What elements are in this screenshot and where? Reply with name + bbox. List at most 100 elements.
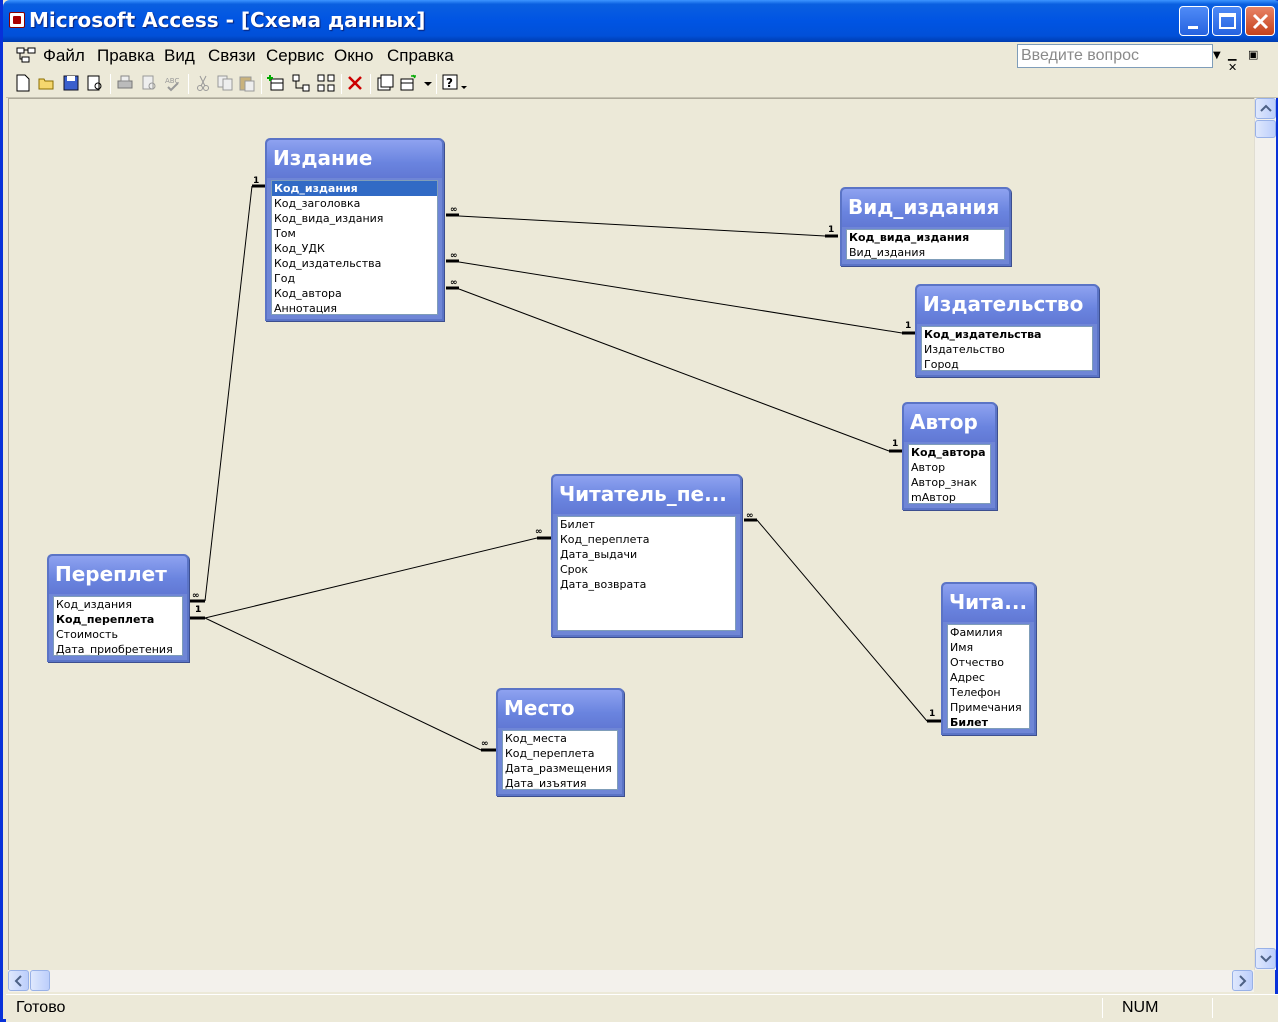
title-bar[interactable]: Microsoft Access - [Схема данных] [3,0,1278,42]
print-icon[interactable] [116,74,134,92]
new-icon[interactable] [14,74,32,92]
relationship-line[interactable] [458,215,826,237]
preview-icon[interactable] [140,74,158,92]
field-row[interactable]: Код_заголовка [274,197,361,210]
ask-dropdown-icon[interactable]: ▼ [1213,50,1221,61]
mdi-window-controls[interactable]: ▁ ▣ ✕ [1228,48,1263,74]
scroll-thumb-horizontal[interactable] [30,970,50,991]
field-row[interactable]: Код_издательства [924,328,1042,341]
table-title[interactable]: Вид_издания [842,189,1009,227]
field-row[interactable]: Дата_возврата [560,578,647,591]
field-row[interactable]: Издательство [924,343,1005,356]
maximize-button[interactable] [1212,6,1242,36]
relationship-line[interactable] [756,519,928,722]
scroll-down-button[interactable] [1255,948,1276,969]
field-row[interactable]: Год [274,272,296,285]
field-row[interactable]: Код_УДК [274,242,325,255]
new-object-dropdown-icon[interactable] [399,74,417,92]
field-row[interactable]: Фамилия [950,626,1003,639]
scroll-left-button[interactable] [8,970,29,991]
field-row[interactable]: Дата_приобретения [56,643,173,656]
table-title[interactable]: Переплет [49,556,187,594]
field-row[interactable]: Автор [911,461,946,474]
table-title[interactable]: Читатель_пе... [553,476,740,514]
show-direct-icon[interactable] [292,74,310,92]
field-row[interactable]: Автор_знак [911,476,978,489]
field-row[interactable]: Имя [950,641,974,654]
field-row[interactable]: Телефон [950,686,1001,699]
table-title[interactable]: Автор [904,404,995,442]
menu-window[interactable]: Окно [334,46,374,65]
field-row[interactable]: Дата_размещения [505,762,612,775]
open-icon[interactable] [38,74,56,92]
field-row[interactable]: Код_автора [274,287,342,300]
show-table-icon[interactable] [267,74,285,92]
ask-question-input[interactable]: Введите вопрос [1017,44,1213,68]
relationship-line[interactable] [204,537,538,619]
field-row[interactable]: Аннотация [274,302,338,315]
field-row[interactable]: Код_переплета [560,533,650,546]
field-row[interactable]: Билет [950,716,988,729]
close-button[interactable] [1245,6,1275,36]
field-row[interactable]: Код_вида_издания [274,212,384,225]
field-row[interactable]: Билет [560,518,595,531]
field-row[interactable]: Стоимость [56,628,118,641]
scroll-up-button[interactable] [1255,98,1276,119]
field-row[interactable]: Дата_выдачи [560,548,638,561]
show-all-icon[interactable] [317,74,335,92]
field-row[interactable]: Код_переплета [505,747,595,760]
field-row[interactable]: Том [274,227,296,240]
paste-icon[interactable] [238,74,256,92]
table-title[interactable]: Чита... [943,584,1034,622]
print-preview-icon[interactable] [86,74,104,92]
field-row[interactable]: Адрес [950,671,985,684]
help-icon[interactable]: ? [442,74,460,92]
copy-icon[interactable] [216,74,234,92]
field-row[interactable]: Город [924,358,959,371]
menu-file[interactable]: Файл [43,46,85,65]
field-row[interactable]: Код_издательства [274,257,382,270]
scroll-thumb[interactable] [1255,120,1276,138]
spelling-icon[interactable]: ABC [164,74,182,92]
relationship-line[interactable] [204,185,253,602]
scroll-right-button[interactable] [1232,970,1253,991]
save-icon[interactable] [62,74,80,92]
field-row[interactable]: Примечания [950,701,1022,714]
menu-edit[interactable]: Правка [97,46,155,65]
dropdown-arrow-icon[interactable] [420,74,438,92]
menu-relationships[interactable]: Связи [208,46,256,65]
menu-tools[interactable]: Сервис [266,46,325,65]
field-row[interactable]: Отчество [950,656,1005,669]
relationship-line[interactable] [458,288,890,452]
field-row[interactable]: Код_издания [56,598,132,611]
relationship-line[interactable] [204,617,482,751]
cut-icon[interactable] [194,74,212,92]
field-row[interactable]: Код_места [505,732,567,745]
field-row[interactable]: mАвтор [911,491,956,504]
vertical-scrollbar[interactable] [1254,98,1276,970]
field-row[interactable]: Код_переплета [56,613,155,626]
field-row[interactable]: Код_автора [911,446,986,459]
help-dropdown-icon[interactable] [459,74,477,92]
field-row[interactable]: Вид_издания [849,246,926,259]
horizontal-scrollbar[interactable] [8,970,1254,992]
field-row[interactable]: Срок [560,563,589,576]
relationships-window-icon[interactable] [16,47,36,63]
